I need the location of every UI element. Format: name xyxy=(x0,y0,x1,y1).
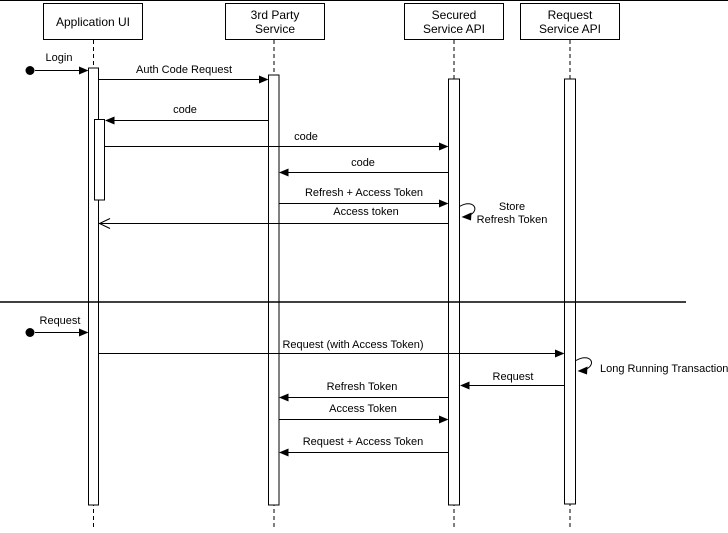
message-label-code-to-secured: code xyxy=(292,131,320,143)
message-code-to-third-party xyxy=(279,168,449,177)
arrowhead xyxy=(105,116,115,125)
message-store-refresh-token-self-loop xyxy=(459,203,476,221)
message-access-token xyxy=(279,415,449,424)
actor-secured-service-api: Secured Service API xyxy=(404,3,504,40)
message-arrows xyxy=(0,66,686,457)
arrowhead xyxy=(577,366,588,375)
message-request-with-access-token xyxy=(99,349,565,358)
message-label-refresh-token: Refresh Token xyxy=(324,381,400,393)
arrowhead xyxy=(79,66,89,75)
activation-bar-application-ui-nested xyxy=(94,119,105,201)
start-node xyxy=(25,328,35,337)
activation-bar-third-party-service xyxy=(268,74,280,506)
activation-bar-secured-service-api xyxy=(448,78,460,506)
message-request-start xyxy=(25,328,89,337)
message-label-auth-code-request: Auth Code Request xyxy=(133,64,235,76)
message-login xyxy=(25,66,89,75)
arrowhead xyxy=(439,199,449,208)
actor-third-party-service: 3rd Party Service xyxy=(225,3,325,40)
message-label-long-running-transaction: Long Running Transaction xyxy=(598,363,728,375)
start-node xyxy=(25,66,35,75)
actor-application-ui: Application UI xyxy=(43,3,143,40)
actor-request-service-api: Request Service API xyxy=(520,3,620,40)
message-label-store-refresh-token: Store Refresh Token xyxy=(476,201,548,226)
activation-bar-request-service-api xyxy=(564,78,576,505)
message-refresh-token xyxy=(279,393,449,402)
lifelines xyxy=(93,40,571,528)
message-long-running-transaction-self-loop xyxy=(575,357,592,375)
message-label-refresh-plus-access-token: Refresh + Access Token xyxy=(302,187,426,199)
message-label-login: Login xyxy=(43,52,75,64)
arrowhead xyxy=(279,168,289,177)
message-refresh-plus-access-token xyxy=(279,199,449,208)
message-label-request-plus-access-token: Request + Access Token xyxy=(300,436,426,448)
message-label-access-token-reply: Access token xyxy=(331,206,401,218)
message-label-access-token: Access Token xyxy=(327,403,399,415)
arrowhead xyxy=(439,415,449,424)
arrowhead xyxy=(461,212,472,221)
message-code-to-secured xyxy=(105,142,449,151)
arrowhead xyxy=(259,75,269,84)
message-label-request-start: Request xyxy=(37,315,83,327)
message-label-code-to-app: code xyxy=(171,104,199,116)
message-code-to-app xyxy=(105,116,269,125)
message-request-to-secured xyxy=(460,381,565,390)
activation-bars xyxy=(88,67,576,506)
arrowhead xyxy=(439,142,449,151)
message-request-plus-access-token xyxy=(279,448,449,457)
arrowhead xyxy=(79,328,89,337)
arrowhead xyxy=(555,349,565,358)
open-arrowhead xyxy=(98,218,111,229)
message-label-code-to-third-party: code xyxy=(349,157,377,169)
message-auth-code-request xyxy=(99,75,269,84)
arrowhead xyxy=(460,381,470,390)
self-loop-curve xyxy=(575,357,592,370)
message-label-request-with-access-token: Request (with Access Token) xyxy=(280,339,426,351)
arrowhead xyxy=(279,448,289,457)
message-label-request-to-secured: Request xyxy=(490,371,536,383)
message-access-token-reply xyxy=(98,218,449,229)
activation-bar-application-ui xyxy=(88,67,99,506)
top-edge-line xyxy=(0,0,728,1)
self-loop-curve xyxy=(459,203,476,216)
arrowhead xyxy=(279,393,289,402)
